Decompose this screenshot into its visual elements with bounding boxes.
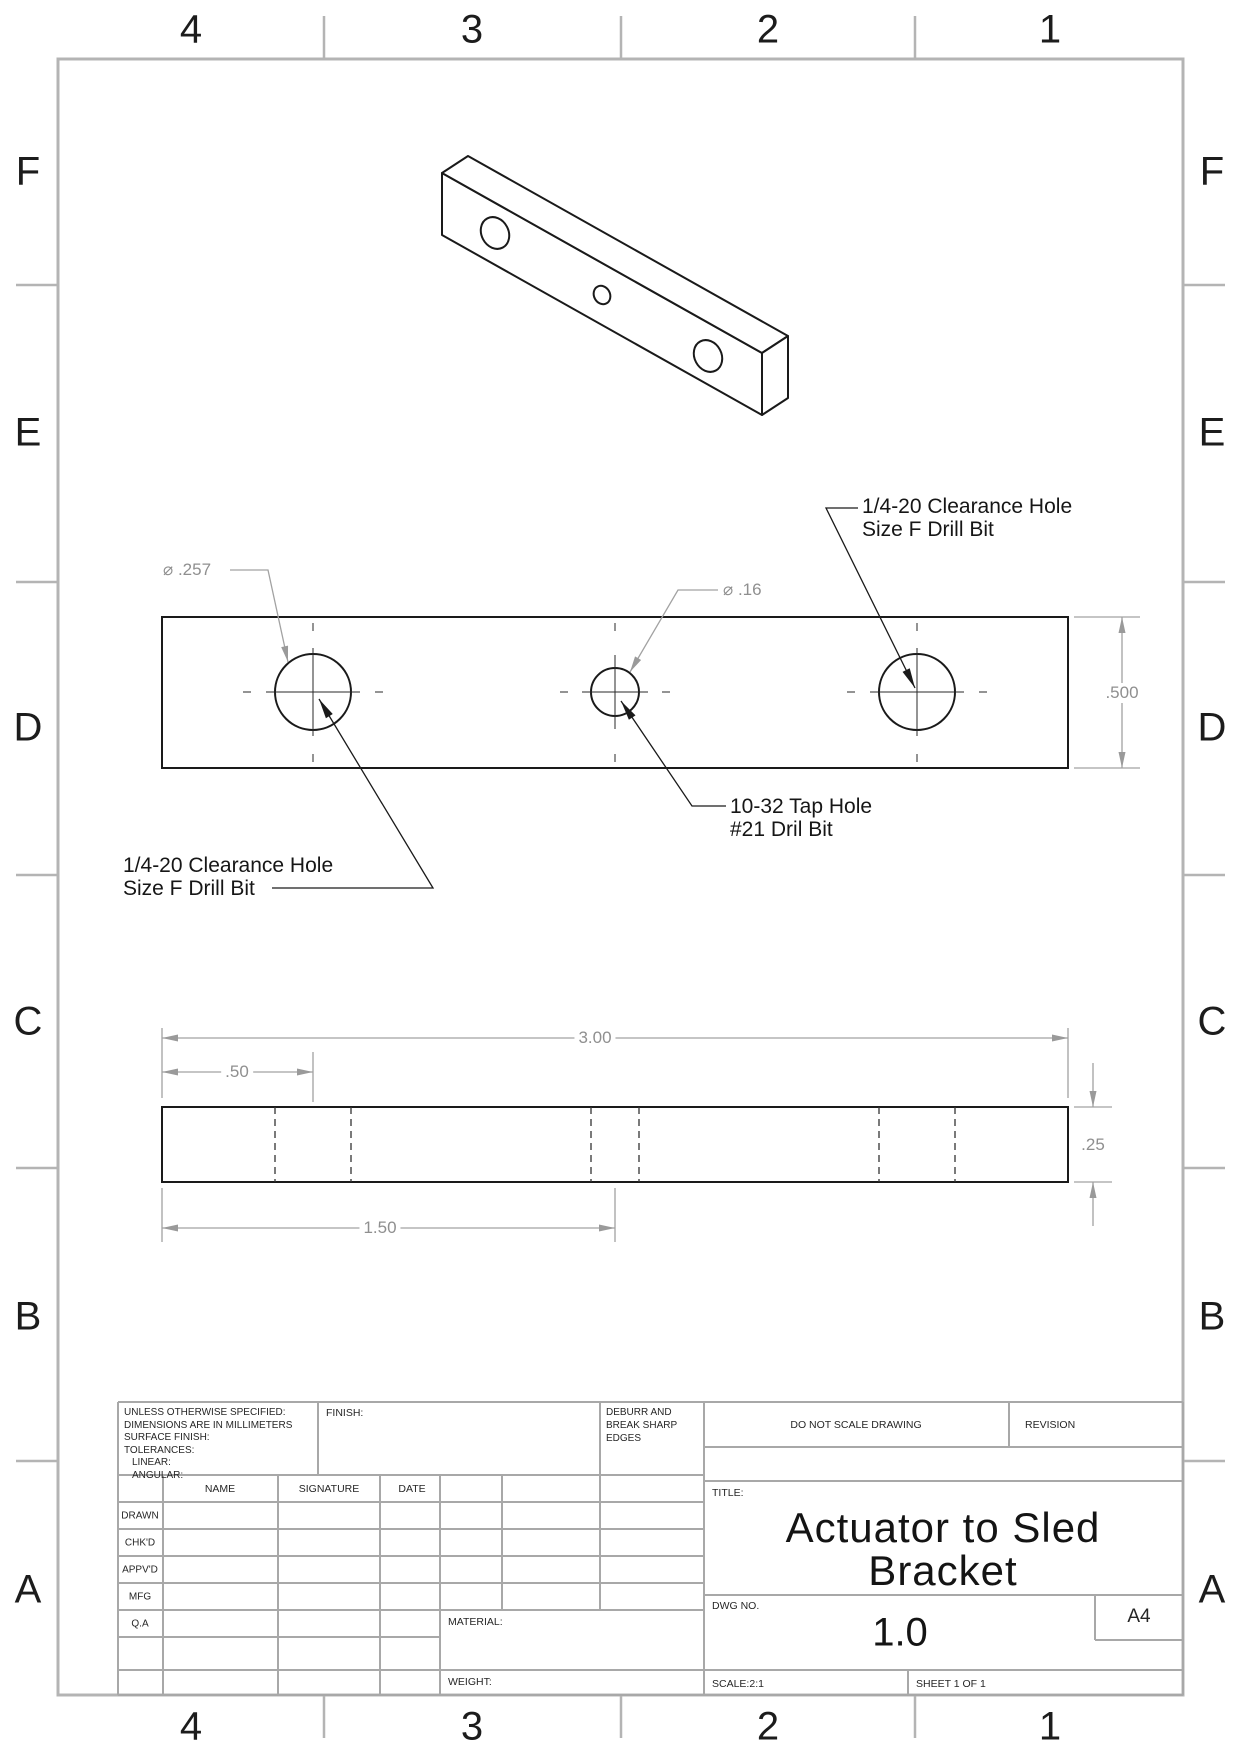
center-marks: [243, 623, 987, 762]
dimension-first-hole: .50: [221, 1062, 253, 1082]
zone-row-right-E: E: [1198, 410, 1226, 455]
row-label-chkd: CHK'D: [124, 1537, 156, 1549]
signature-header: SIGNATURE: [298, 1483, 360, 1495]
row-label-appvd: APPV'D: [122, 1564, 158, 1576]
diameter-label-16: ⌀ .16: [723, 580, 762, 599]
dimension-length: 3.00: [574, 1028, 616, 1048]
tolerance-note-line1: UNLESS OTHERWISE SPECIFIED:: [124, 1407, 286, 1418]
tolerance-note-line5: LINEAR:: [132, 1457, 171, 1468]
callout-leaders: [272, 507, 916, 889]
dimension-middle-hole: 1.50: [359, 1218, 401, 1238]
tolerance-note-line6: ANGULAR:: [132, 1469, 184, 1481]
bottom-view: [161, 1106, 1069, 1183]
dimension-thickness: .25: [1077, 1135, 1109, 1155]
zone-row-right-C: C: [1197, 999, 1227, 1044]
tolerance-note-line2: DIMENSIONS ARE IN MILLIMETERS: [124, 1419, 293, 1431]
tap-hole-note-line2: #21 Dril Bit: [730, 818, 833, 841]
zone-col-bottom-3: 3: [460, 1704, 484, 1749]
drawing-title-line2: Bracket: [868, 1547, 1018, 1594]
front-view: [161, 616, 1069, 769]
row-label-qa: Q.A: [131, 1618, 149, 1630]
zone-row-left-E: E: [14, 410, 42, 455]
dimension-height: .500: [1101, 683, 1143, 703]
zone-row-left-D: D: [13, 705, 43, 750]
zone-col-bottom-2: 2: [756, 1704, 780, 1749]
zone-row-right-A: A: [1198, 1567, 1226, 1612]
date-header: DATE: [398, 1483, 426, 1495]
row-label-mfg: MFG: [128, 1591, 152, 1603]
tap-hole-note-line1: 10-32 Tap Hole: [730, 795, 873, 818]
zone-col-top-2: 2: [756, 7, 780, 52]
zone-col-bottom-4: 4: [179, 1704, 203, 1749]
title-label: TITLE:: [712, 1487, 744, 1499]
deburr-note-line1: DEBURR AND: [606, 1407, 672, 1418]
drawing-title-line1: Actuator to Sled: [785, 1504, 1101, 1551]
clearance-hole-note-bottom-line1: 1/4-20 Clearance Hole: [123, 854, 334, 877]
tolerance-note-line4: TOLERANCES:: [124, 1444, 195, 1456]
clearance-hole-note-bottom-line2: Size F Drill Bit: [123, 877, 255, 900]
zone-row-right-D: D: [1197, 705, 1227, 750]
row-label-drawn: DRAWN: [121, 1510, 159, 1522]
zone-col-bottom-1: 1: [1038, 1704, 1062, 1749]
clearance-hole-note-top-line1: 1/4-20 Clearance Hole: [862, 495, 1073, 518]
tolerance-note-line3: SURFACE FINISH:: [124, 1432, 210, 1443]
clearance-hole-note-top-line2: Size F Drill Bit: [862, 518, 994, 541]
paper-size-label: A4: [1127, 1606, 1151, 1627]
dwg-no-value: 1.0: [872, 1610, 928, 1655]
material-label: MATERIAL:: [448, 1616, 503, 1628]
zone-row-left-F: F: [15, 149, 41, 194]
dwg-no-label: DWG NO.: [712, 1600, 760, 1612]
do-not-scale-label: DO NOT SCALE DRAWING: [790, 1419, 922, 1431]
isometric-view: [441, 155, 789, 416]
finish-label: FINISH:: [326, 1407, 364, 1419]
zone-col-top-3: 3: [460, 7, 484, 52]
revision-label: REVISION: [1025, 1419, 1076, 1431]
zone-col-top-1: 1: [1038, 7, 1062, 52]
zone-row-left-C: C: [13, 999, 43, 1044]
zone-col-top-4: 4: [179, 7, 203, 52]
zone-row-right-B: B: [1198, 1294, 1226, 1339]
hidden-hole-lines: [274, 1107, 956, 1182]
name-header: NAME: [204, 1483, 236, 1495]
zone-row-left-A: A: [14, 1567, 42, 1612]
sheet-label: SHEET 1 OF 1: [916, 1678, 986, 1690]
zone-row-left-B: B: [14, 1294, 42, 1339]
title-block-grid: [117, 1401, 1184, 1696]
weight-label: WEIGHT:: [448, 1676, 492, 1688]
scale-label: SCALE:2:1: [712, 1678, 764, 1690]
diameter-label-257: ⌀ .257: [163, 560, 212, 579]
deburr-note-line3: EDGES: [606, 1433, 642, 1444]
deburr-note-line2: BREAK SHARP: [606, 1420, 678, 1431]
zone-row-right-F: F: [1199, 149, 1225, 194]
